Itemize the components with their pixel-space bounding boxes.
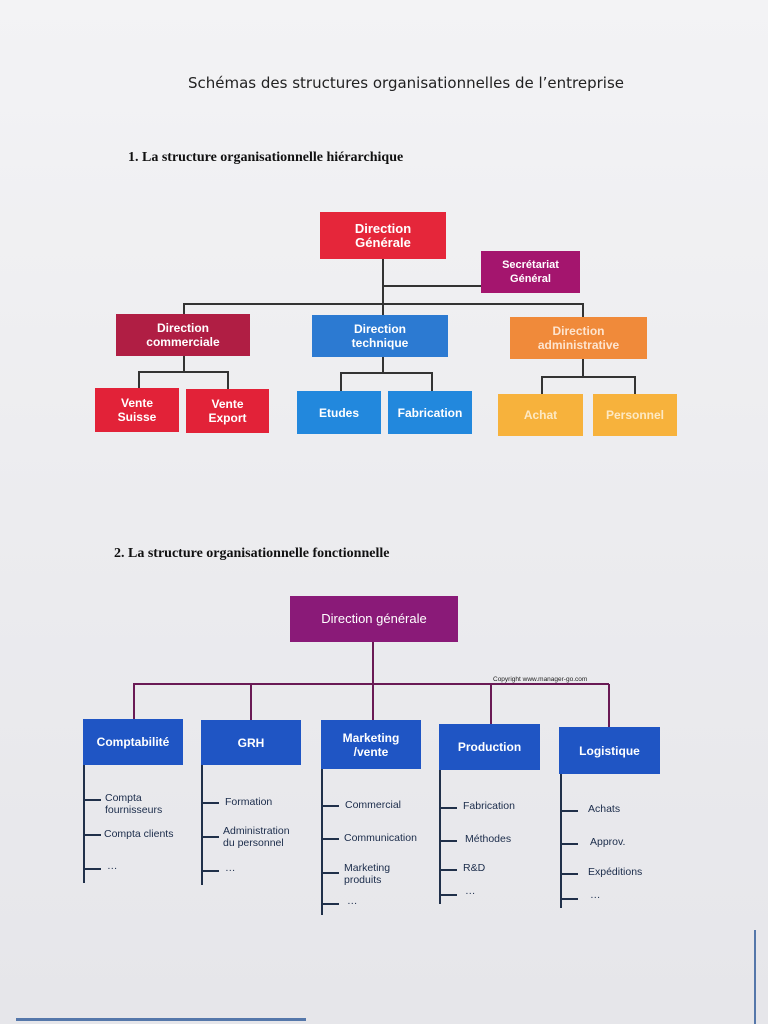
connector-top-vertical (382, 258, 384, 304)
connector-branch-3 (582, 303, 584, 317)
connector-commercial-down (183, 356, 185, 372)
tick (323, 805, 339, 807)
sub-item-administration-du-personnel: Administration du personnel (223, 825, 290, 849)
sub-item-marketing-produits: Marketing produits (344, 862, 391, 886)
sub-item-methodes: Méthodes (465, 833, 512, 845)
sub-item-fabrication: Fabrication (463, 800, 515, 812)
sub-item-commercial: Commercial (345, 799, 402, 811)
tick (441, 894, 457, 896)
connector-branch-2 (382, 303, 384, 315)
tick (562, 898, 578, 900)
sub-item-compta-clients: Compta clients (104, 828, 174, 840)
sub-item-compta-fournisseurs: Compta fournisseurs (105, 792, 163, 816)
connector-administrative-horizontal (541, 376, 635, 378)
direction-generale-box: Direction Générale (320, 212, 446, 259)
direction-commerciale-box: Direction commerciale (116, 314, 250, 356)
sub-item-ellipsis: … (465, 885, 476, 897)
sub-item-ellipsis: … (347, 895, 358, 907)
sub-item-ellipsis: … (225, 862, 236, 874)
connector-top-vertical-2 (372, 642, 374, 720)
grh-box: GRH (201, 720, 301, 765)
connector-comptabilite (133, 683, 135, 720)
tick (441, 840, 457, 842)
connector-technique-down (382, 357, 384, 373)
page-title: Schémas des structures organisationnelle… (187, 74, 624, 92)
tick (203, 802, 219, 804)
connector-departments-horizontal (133, 683, 609, 685)
sub-item-ellipsis: … (590, 889, 601, 901)
tick (562, 873, 578, 875)
sub-item-communication: Communication (344, 832, 417, 844)
connector-commercial-horizontal (138, 371, 228, 373)
tick (323, 838, 339, 840)
tick (203, 870, 219, 872)
sub-item-ellipsis: … (107, 860, 118, 872)
tick (323, 872, 339, 874)
achat-box: Achat (498, 394, 583, 436)
section2-heading: 2. La structure organisationnelle foncti… (114, 546, 390, 561)
page-edge-line (16, 1018, 306, 1021)
copyright-note: Copyright www.manager-go.com (493, 676, 588, 683)
fabrication-box: Fabrication (388, 391, 472, 434)
direction-generale-fonctionnelle-box: Direction générale (290, 596, 458, 642)
connector-fabrication (431, 372, 433, 392)
vente-suisse-box: Vente Suisse (95, 388, 179, 432)
production-box: Production (439, 724, 540, 770)
connector-vente-suisse (138, 371, 140, 389)
connector-production (490, 684, 492, 724)
etudes-box: Etudes (297, 391, 381, 434)
logistique-item-rail (560, 774, 562, 908)
tick (323, 903, 339, 905)
vente-export-box: Vente Export (186, 389, 269, 433)
connector-personnel (634, 376, 636, 395)
comptabilite-box: Comptabilité (83, 719, 183, 765)
sub-item-achats: Achats (588, 803, 621, 815)
sub-item-expeditions: Expéditions (588, 866, 643, 878)
marketing-item-rail (321, 769, 323, 915)
connector-etudes (340, 372, 342, 392)
connector-administrative-down (582, 359, 584, 377)
tick (562, 843, 578, 845)
tick (441, 807, 457, 809)
sub-item-formation: Formation (225, 796, 273, 808)
page-edge-line-right (754, 930, 756, 1024)
tick (85, 868, 101, 870)
connector-branch-1 (183, 303, 185, 315)
connector-logistique (608, 684, 610, 728)
logistique-box: Logistique (559, 727, 660, 774)
comptabilite-item-rail (83, 765, 85, 883)
connector-staff (383, 285, 483, 287)
production-item-rail (439, 770, 441, 904)
section1-heading: 1. La structure organisationnelle hiérar… (128, 150, 404, 165)
sub-item-r-and-d: R&D (463, 862, 486, 874)
sub-item-approv: Approv. (590, 836, 626, 848)
secretariat-general-box: Secrétariat Général (481, 251, 580, 293)
tick (441, 869, 457, 871)
direction-technique-box: Direction technique (312, 315, 448, 357)
grh-item-rail (201, 765, 203, 885)
personnel-box: Personnel (593, 394, 677, 436)
connector-vente-export (227, 371, 229, 389)
tick (85, 799, 101, 801)
tick (562, 810, 578, 812)
connector-technique-horizontal (340, 372, 432, 374)
marketing-vente-box: Marketing /vente (321, 720, 421, 769)
connector-achat (541, 376, 543, 395)
connector-grh (250, 684, 252, 720)
tick (85, 834, 101, 836)
tick (203, 836, 219, 838)
direction-administrative-box: Direction administrative (510, 317, 647, 359)
